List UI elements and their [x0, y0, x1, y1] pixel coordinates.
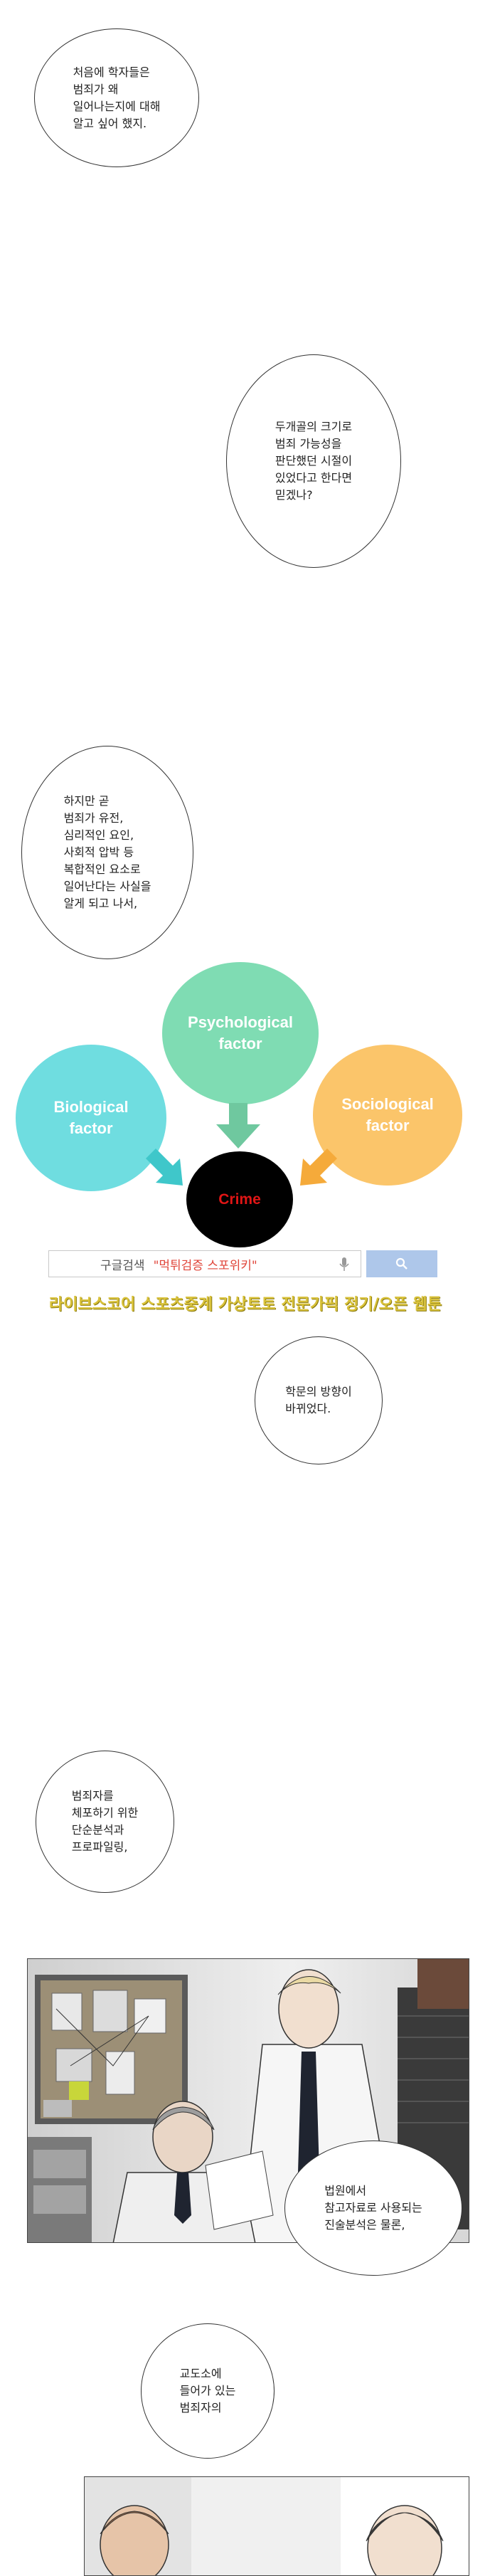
speech-bubble-2: 두개골의 크기로 범죄 가능성을 판단했던 시절이 있었다고 한다면 믿겠나?	[226, 354, 401, 568]
search-icon	[395, 1257, 408, 1269]
crime-label: Crime	[218, 1191, 261, 1208]
search-input[interactable]: 구글검색 "먹튀검증 스포위키"	[48, 1250, 361, 1277]
psychological-factor-circle: Psychological factor	[162, 962, 319, 1104]
speech-bubble-7: 교도소에 들어가 있는 범죄자의	[141, 2323, 275, 2459]
speech-text-5: 범죄자를 체포하기 위한 단순분석과 프로파일링,	[71, 1789, 139, 1854]
bottom-scene-panel	[84, 2476, 469, 2576]
speech-bubble-4: 학문의 방향이 바뀌었다.	[255, 1336, 383, 1464]
speech-bubble-3: 하지만 곧 범죄가 유전, 심리적인 요인, 사회적 압박 등 복합적인 요소로…	[21, 746, 193, 959]
ad-banner[interactable]: 라이브스코어 스포츠중계 가상토토 전문가픽 정기/오픈 웹툰	[48, 1296, 442, 1314]
search-bar: 구글검색 "먹튀검증 스포위키"	[48, 1250, 440, 1279]
speech-text-3: 하지만 곧 범죄가 유전, 심리적인 요인, 사회적 압박 등 복합적인 요소로…	[63, 794, 151, 910]
search-label: 구글검색	[100, 1258, 145, 1273]
speech-text-6: 법원에서 참고자료로 사용되는 진술분석은 물론,	[324, 2184, 422, 2232]
sociological-factor-circle: Sociological factor	[313, 1045, 462, 1186]
search-query: "먹튀검증 스포위키"	[153, 1258, 257, 1273]
speech-text-1: 처음에 학자들은 범죄가 왜 일어나는지에 대해 알고 싶어 했지.	[73, 65, 161, 130]
speech-text-4: 학문의 방향이 바뀌었다.	[285, 1385, 352, 1415]
arrow-left-down-icon	[300, 1149, 337, 1186]
speech-bubble-6: 법원에서 참고자료로 사용되는 진술분석은 물론,	[284, 2140, 462, 2276]
crime-circle: Crime	[186, 1151, 293, 1247]
speech-text-7: 교도소에 들어가 있는 범죄자의	[179, 2367, 236, 2414]
biological-factor-circle: Biological factor	[16, 1045, 166, 1191]
sociological-factor-label: Sociological factor	[341, 1095, 434, 1134]
search-button[interactable]	[366, 1250, 437, 1277]
speech-bubble-1: 처음에 학자들은 범죄가 왜 일어나는지에 대해 알고 싶어 했지.	[34, 28, 199, 167]
mic-icon[interactable]	[339, 1257, 349, 1272]
arrow-down-icon	[216, 1103, 260, 1149]
bottom-scene-illustration	[85, 2477, 469, 2575]
arrow-right-down-icon	[146, 1149, 183, 1186]
speech-text-2: 두개골의 크기로 범죄 가능성을 판단했던 시절이 있었다고 한다면 믿겠나?	[275, 420, 353, 502]
speech-bubble-5: 범죄자를 체포하기 위한 단순분석과 프로파일링,	[36, 1751, 174, 1893]
psychological-factor-label: Psychological factor	[188, 1013, 293, 1052]
biological-factor-label: Biological factor	[53, 1098, 129, 1137]
